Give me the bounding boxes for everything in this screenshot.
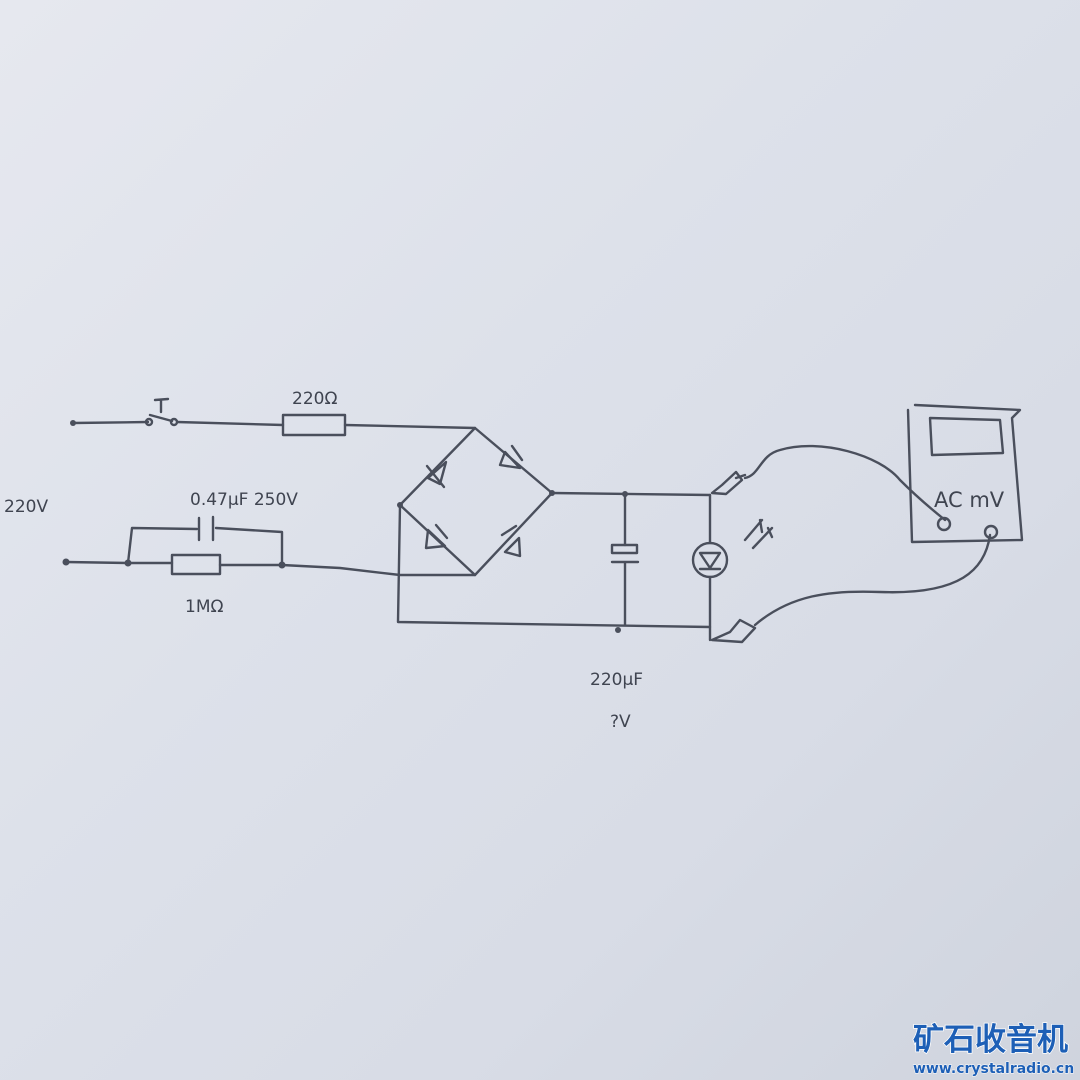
multimeter[interactable] bbox=[906, 403, 1024, 544]
meter-mode-label: AC mV bbox=[934, 488, 1005, 512]
wire bbox=[343, 423, 477, 430]
filter-capacitor-voltage: ?V bbox=[610, 712, 631, 732]
wire bbox=[126, 526, 284, 567]
watermark-url: www.crystalradio.cn bbox=[913, 1061, 1074, 1077]
probe-black bbox=[710, 533, 992, 644]
filter-capacitor-label: 220μF bbox=[590, 670, 643, 690]
resistor-bleeder-label: 1MΩ bbox=[185, 597, 223, 617]
resistor-220-label: 220Ω bbox=[292, 389, 337, 409]
probe-red bbox=[710, 444, 947, 522]
capacitor-047uf bbox=[197, 515, 215, 542]
resistor-220 bbox=[281, 413, 347, 437]
capacitor-dropper-label: 0.47μF 250V bbox=[190, 490, 298, 510]
resistor-1m bbox=[170, 553, 222, 576]
meter-jack-common[interactable] bbox=[936, 516, 952, 532]
wire bbox=[64, 560, 130, 565]
watermark-title: 矿石收音机 bbox=[913, 1022, 1068, 1058]
meter-jack-mv[interactable] bbox=[983, 524, 999, 540]
wire bbox=[175, 420, 285, 427]
negative-rail bbox=[396, 503, 712, 629]
positive-rail bbox=[550, 491, 712, 497]
wire bbox=[280, 563, 477, 577]
switch bbox=[70, 397, 179, 427]
led bbox=[691, 493, 774, 642]
source-voltage-label: 220V bbox=[4, 497, 48, 517]
bridge-rectifier bbox=[397, 426, 555, 577]
filter-capacitor bbox=[610, 491, 640, 633]
